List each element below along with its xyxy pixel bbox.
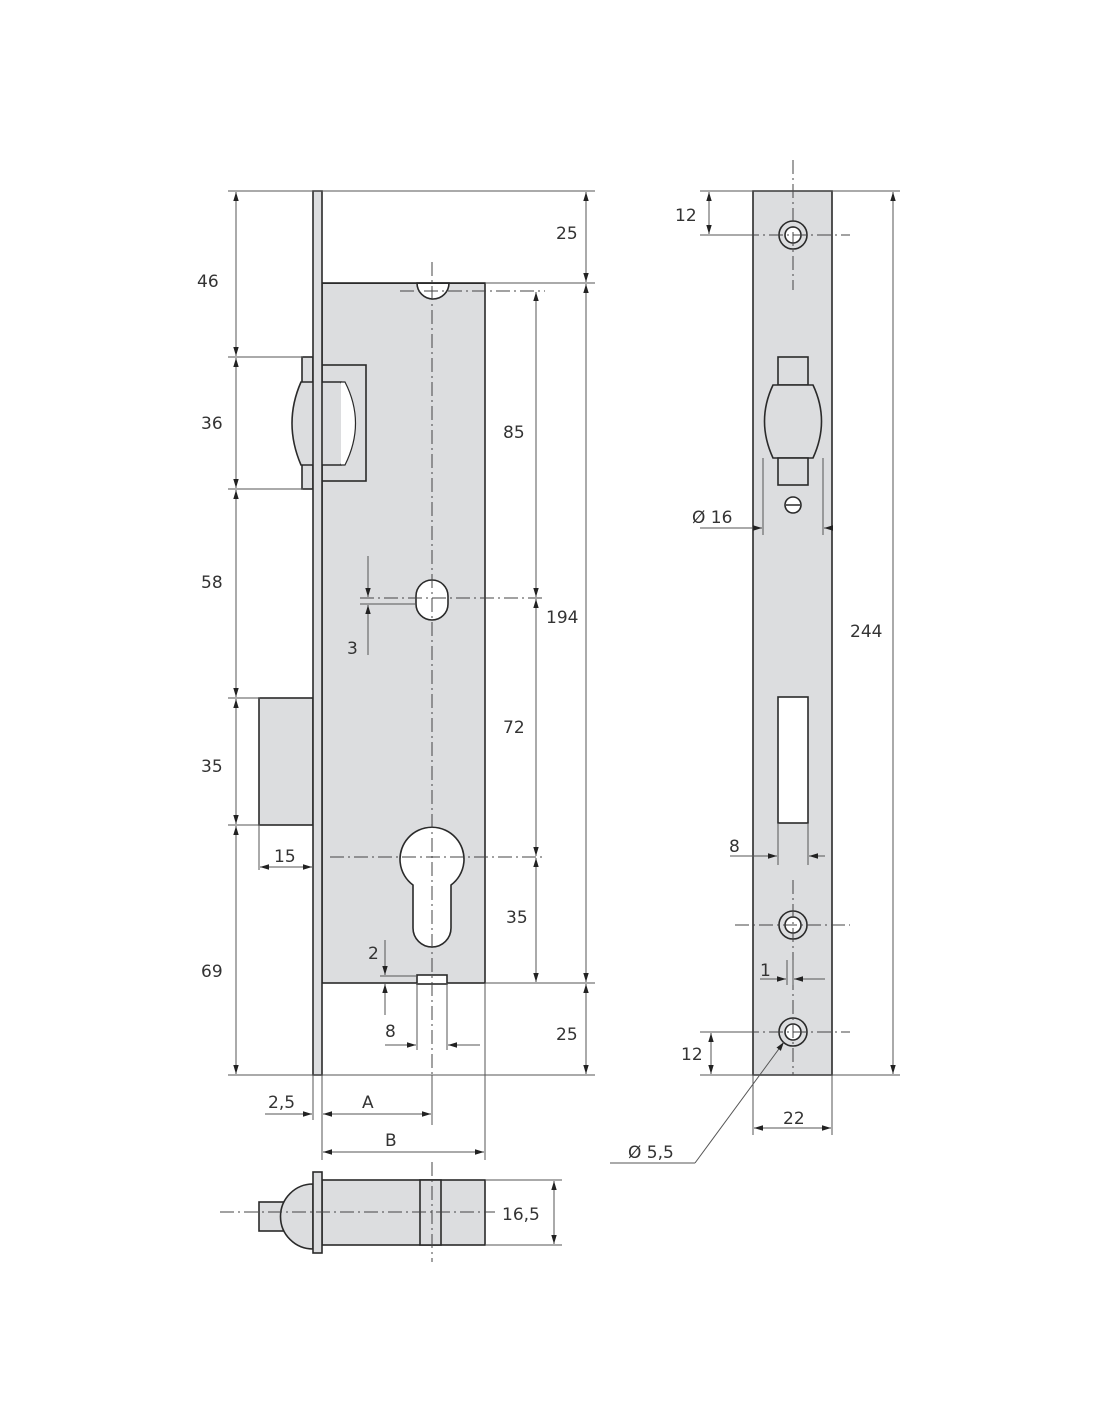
dim-1: 1 — [760, 961, 771, 981]
bottom-view: 16,5 — [220, 1162, 562, 1262]
dim-35-cylinder: 35 — [506, 908, 528, 928]
front-view: 46 36 58 35 69 25 194 25 85 72 35 3 2 8 … — [197, 190, 595, 1160]
latch-bottom — [777, 457, 809, 486]
dim-15: 15 — [274, 847, 296, 867]
dim-8-faceplate: 8 — [729, 837, 740, 857]
dim-A: A — [362, 1093, 374, 1113]
dim-35-bolt: 35 — [201, 757, 223, 777]
dim-46: 46 — [197, 272, 219, 292]
dim-latch-diameter: Ø 16 — [692, 508, 732, 528]
dim-12-bottom: 12 — [681, 1045, 703, 1065]
dim-16-5: 16,5 — [502, 1205, 540, 1225]
dim-22: 22 — [783, 1109, 805, 1129]
bolt-slot — [777, 696, 809, 824]
dim-12-top: 12 — [675, 206, 697, 226]
dim-36: 36 — [201, 414, 223, 434]
dead-bolt — [258, 697, 314, 826]
dim-25-top: 25 — [556, 224, 578, 244]
dim-hole-diameter: Ø 5,5 — [628, 1143, 674, 1163]
dim-85: 85 — [503, 423, 525, 443]
dim-58: 58 — [201, 573, 223, 593]
dim-3: 3 — [347, 639, 358, 659]
dim-72: 72 — [503, 718, 525, 738]
latch-face — [763, 384, 823, 459]
dim-244: 244 — [850, 622, 882, 642]
faceplate-front — [752, 190, 833, 1076]
dim-2-5: 2,5 — [268, 1093, 295, 1113]
faceplate — [312, 190, 323, 1076]
dim-8-slot: 8 — [385, 1022, 396, 1042]
dim-194: 194 — [546, 608, 578, 628]
dim-69: 69 — [201, 962, 223, 982]
latch-top — [777, 356, 809, 386]
faceplate-view: 12 Ø 16 244 8 1 12 22 Ø 5,5 — [610, 160, 900, 1164]
latch-round — [279, 1183, 314, 1250]
dim-2: 2 — [368, 944, 379, 964]
dim-B: B — [385, 1131, 397, 1151]
dim-25-bottom: 25 — [556, 1025, 578, 1045]
